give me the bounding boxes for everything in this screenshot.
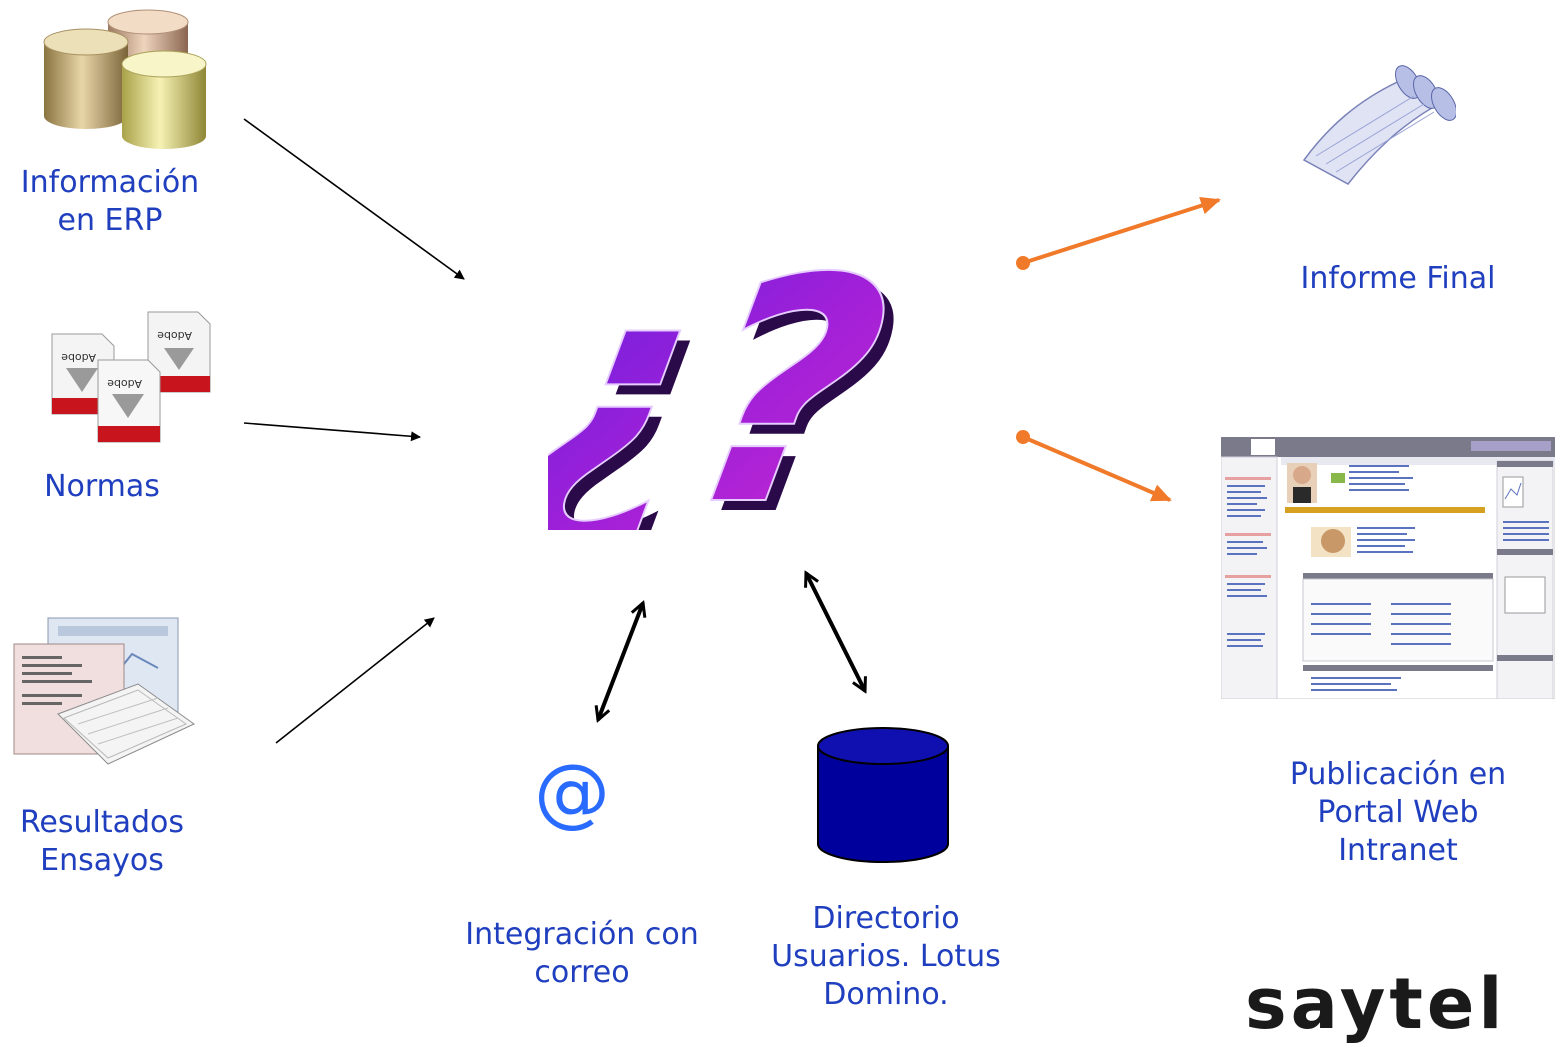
at-symbol-icon: @	[534, 747, 610, 836]
arrow-center-to-portal	[1022, 435, 1172, 502]
ensayos-label: Resultados Ensayos	[19, 805, 185, 878]
arrow-ensayos-to-center	[275, 617, 435, 744]
intranet-portal-screenshot	[1221, 437, 1555, 699]
connector-layer	[243, 118, 1221, 744]
rolled-paper-icon	[1302, 65, 1456, 185]
svg-text:Adobe: Adobe	[61, 351, 96, 364]
svg-text:Adobe: Adobe	[157, 329, 192, 342]
brand-logo: saytel	[1245, 963, 1507, 1045]
database-cluster-icon	[43, 9, 207, 149]
informe-label: Informe Final	[1300, 261, 1496, 296]
pdf-documents-icon: Adobe Adobe Adobe	[51, 311, 211, 443]
directorio-label: Directorio Usuarios. Lotus Domino.	[771, 901, 1001, 1012]
correo-label: Integración con correo	[465, 917, 699, 990]
database-cylinder-icon	[817, 727, 949, 863]
arrow-correo-center	[598, 603, 643, 720]
erp-label: Información en ERP	[20, 165, 200, 238]
svg-text:Adobe: Adobe	[107, 377, 142, 390]
arrow-center-to-informe	[1022, 196, 1221, 265]
svg-text:¿?: ¿?	[548, 222, 919, 530]
svg-text:¿?: ¿?	[548, 212, 909, 530]
arrow-erp-to-center	[243, 118, 465, 280]
center-logo: ¿? ¿?	[548, 211, 919, 530]
report-documents-icon	[13, 617, 195, 765]
arrow-directorio-center	[806, 573, 865, 691]
normas-label: Normas	[44, 469, 160, 504]
portal-label: Publicación en Portal Web Intranet	[1289, 757, 1507, 868]
arrow-normas-to-center	[243, 422, 421, 442]
